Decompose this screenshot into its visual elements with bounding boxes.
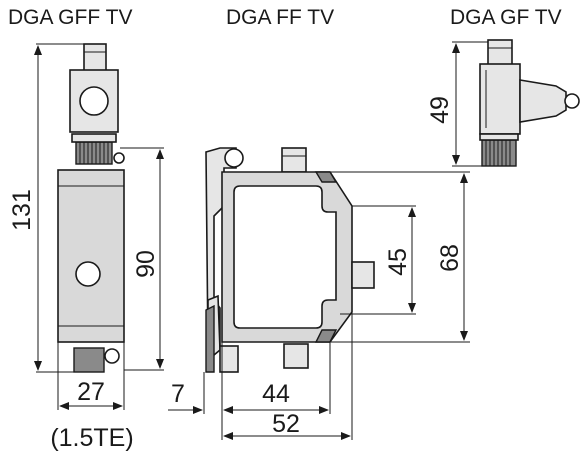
dim-right-height: 68: [436, 244, 464, 272]
title-dga-gff-tv: DGA GFF TV: [8, 6, 132, 29]
title-dga-gf-tv: DGA GF TV: [450, 6, 562, 29]
right-view-dga-gf-tv: [452, 39, 580, 167]
dim-overall-width: 52: [272, 410, 300, 438]
dim-total-height: 131: [8, 189, 36, 231]
dim-inner-height: 45: [384, 248, 412, 276]
dim-rail-offset: 7: [171, 380, 185, 408]
dim-width-te: (1.5TE): [50, 424, 133, 452]
left-view-dga-gff-tv: [34, 43, 164, 410]
middle-view-dga-ff-tv: [168, 147, 470, 440]
title-dga-ff-tv: DGA FF TV: [226, 6, 334, 29]
dim-body-height: 90: [132, 250, 160, 278]
dim-width-27: 27: [77, 378, 105, 406]
dim-inner-width: 44: [262, 380, 290, 408]
dim-top-part-height: 49: [426, 96, 454, 124]
